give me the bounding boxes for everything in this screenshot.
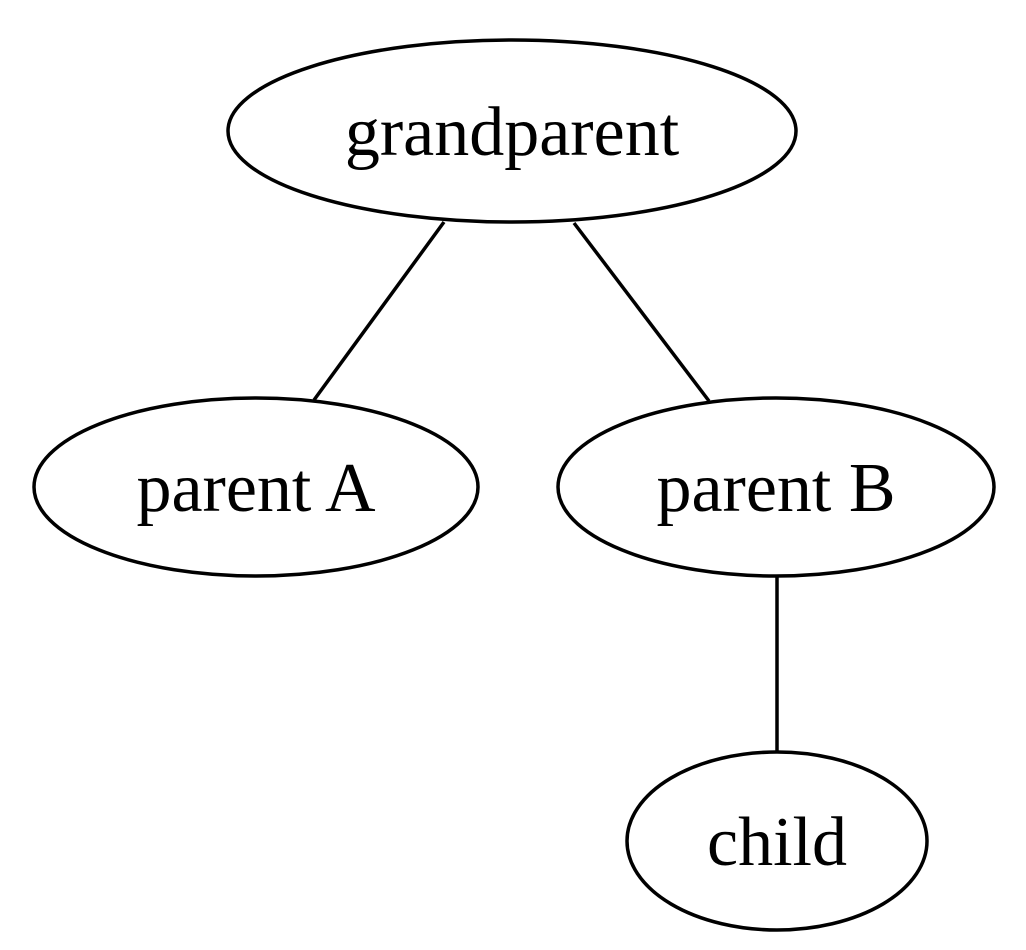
node-parent-a-ellipse — [32, 396, 480, 578]
node-grandparent: grandparent — [226, 38, 798, 224]
node-child-ellipse — [625, 750, 929, 932]
node-parent-b-ellipse — [556, 396, 996, 578]
edge-grandparent-parent-b — [572, 221, 711, 403]
node-grandparent-label: grandparent — [345, 94, 680, 171]
edge-grandparent-parent-a — [312, 220, 446, 402]
node-child: child — [625, 750, 929, 932]
node-grandparent-ellipse — [226, 38, 798, 224]
node-parent-b-label: parent B — [656, 450, 895, 527]
node-parent-a-label: parent A — [136, 450, 376, 527]
node-parent-b: parent B — [556, 396, 996, 578]
node-parent-a: parent A — [32, 396, 480, 578]
node-child-label: child — [707, 804, 847, 881]
